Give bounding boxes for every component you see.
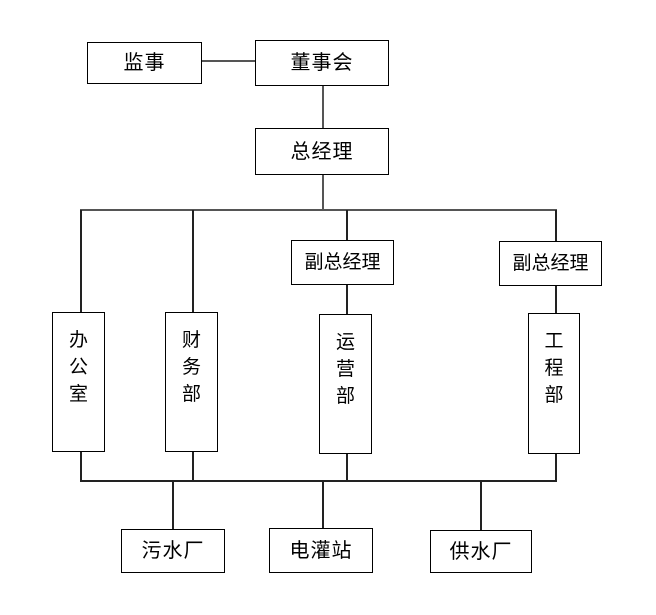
node-deputy-gm-right-label: 副总经理 bbox=[512, 253, 589, 274]
connector-bus-deputy-gm-right bbox=[555, 210, 557, 241]
node-supervisor: 监事 bbox=[87, 42, 202, 84]
node-operations-dept-label: 运营部 bbox=[335, 332, 355, 407]
node-finance-dept: 财务部 bbox=[165, 312, 218, 452]
node-office: 办公室 bbox=[52, 312, 105, 452]
connector-bus2-sewage-plant bbox=[172, 481, 174, 529]
node-engineering-dept: 工程部 bbox=[528, 313, 580, 454]
node-sewage-plant: 污水厂 bbox=[121, 529, 225, 573]
bus-top-horizontal bbox=[80, 209, 557, 211]
node-engineering-dept-label: 工程部 bbox=[544, 331, 564, 406]
connector-board-general-manager bbox=[322, 86, 324, 128]
connector-bus-deputy-gm-left bbox=[346, 210, 348, 240]
bus-bottom-horizontal bbox=[80, 480, 557, 482]
node-irrigation-station: 电灌站 bbox=[269, 528, 373, 573]
node-general-manager: 总经理 bbox=[255, 128, 389, 175]
node-general-manager-label: 总经理 bbox=[290, 140, 354, 163]
connector-operations-bus2 bbox=[346, 454, 348, 482]
connector-office-bus2 bbox=[80, 452, 82, 482]
node-office-label: 办公室 bbox=[68, 330, 88, 405]
node-deputy-gm-left: 副总经理 bbox=[291, 240, 394, 285]
node-supervisor-label: 监事 bbox=[123, 52, 166, 74]
node-operations-dept: 运营部 bbox=[319, 314, 372, 454]
connector-general-manager-bus bbox=[322, 175, 324, 211]
node-deputy-gm-right: 副总经理 bbox=[499, 241, 602, 286]
connector-finance-bus2 bbox=[192, 452, 194, 482]
node-sewage-plant-label: 污水厂 bbox=[141, 540, 205, 562]
connector-bus2-irrigation-station bbox=[322, 481, 324, 528]
connector-deputy-gm-right-engineering bbox=[555, 286, 557, 313]
connector-engineering-bus2 bbox=[555, 454, 557, 482]
connector-deputy-gm-left-operations bbox=[346, 285, 348, 314]
node-water-supply-plant-label: 供水厂 bbox=[449, 540, 513, 563]
node-board-label: 董事会 bbox=[290, 52, 354, 74]
connector-bus2-water-supply-plant bbox=[480, 481, 482, 530]
node-board: 董事会 bbox=[255, 40, 389, 86]
connector-bus-finance bbox=[192, 210, 194, 312]
node-deputy-gm-left-label: 副总经理 bbox=[304, 252, 381, 273]
node-water-supply-plant: 供水厂 bbox=[430, 530, 532, 573]
connector-bus-office bbox=[80, 210, 82, 312]
node-irrigation-station-label: 电灌站 bbox=[289, 539, 353, 562]
connector-supervisor-board bbox=[202, 60, 255, 62]
node-finance-dept-label: 财务部 bbox=[181, 330, 201, 405]
